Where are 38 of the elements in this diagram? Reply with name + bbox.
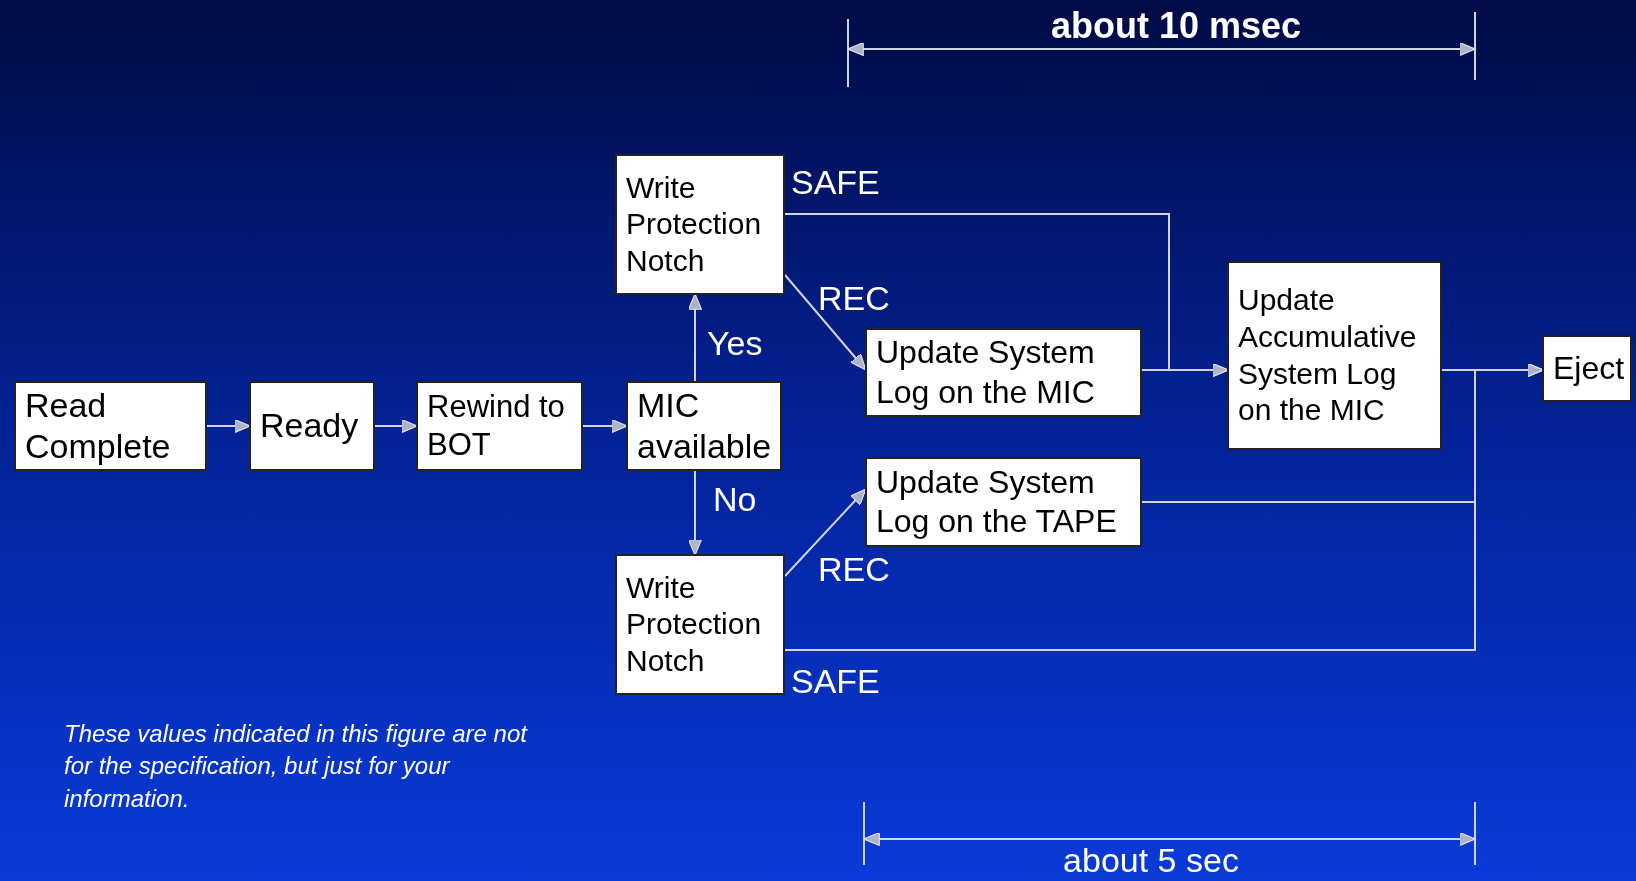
box-text: Update System Log on the MIC: [876, 333, 1096, 412]
box-text: Update Accumulative System Log on the MIC: [1238, 282, 1418, 429]
arrow: [206, 419, 251, 433]
box-text: MIC available: [637, 384, 772, 467]
arrow: [582, 419, 628, 433]
process-box: [1227, 261, 1442, 450]
arrow: [688, 470, 702, 556]
box-text: Read Complete: [25, 384, 172, 467]
process-box: [14, 381, 207, 471]
box-text: Update System Log on the TAPE: [876, 462, 1118, 541]
box-text: Write Protection Notch: [626, 569, 763, 679]
edge-label: REC: [818, 551, 890, 589]
edge-label: Yes: [707, 325, 763, 363]
edge-label: REC: [818, 280, 890, 318]
box-text: Write Protection Notch: [626, 169, 763, 279]
process-box: [249, 381, 375, 471]
process-box: [865, 328, 1142, 417]
edge-label: SAFE: [791, 164, 880, 202]
arrow: [784, 274, 867, 371]
edge-label: No: [713, 481, 757, 519]
arrow: [374, 419, 418, 433]
arrow: [688, 293, 702, 382]
process-box: [865, 457, 1142, 547]
edge-label: SAFE: [791, 663, 880, 701]
arrow: [784, 488, 867, 577]
dimension-label: about 5 sec: [1062, 842, 1240, 880]
arrow: [1141, 363, 1229, 377]
process-box: [626, 381, 782, 471]
dimension-label: about 10 msec: [1049, 4, 1303, 48]
arrow: [1441, 363, 1544, 377]
note-text: These values indicated in this figure are not for the specification, but just for your information.: [64, 719, 529, 814]
box-text: Ready: [260, 405, 359, 447]
process-box: [615, 154, 785, 295]
box-text: Eject: [1553, 349, 1625, 388]
process-box: [615, 554, 785, 695]
process-box: [416, 381, 583, 471]
process-box: [1542, 335, 1632, 402]
box-text: Rewind to BOT: [427, 388, 566, 464]
